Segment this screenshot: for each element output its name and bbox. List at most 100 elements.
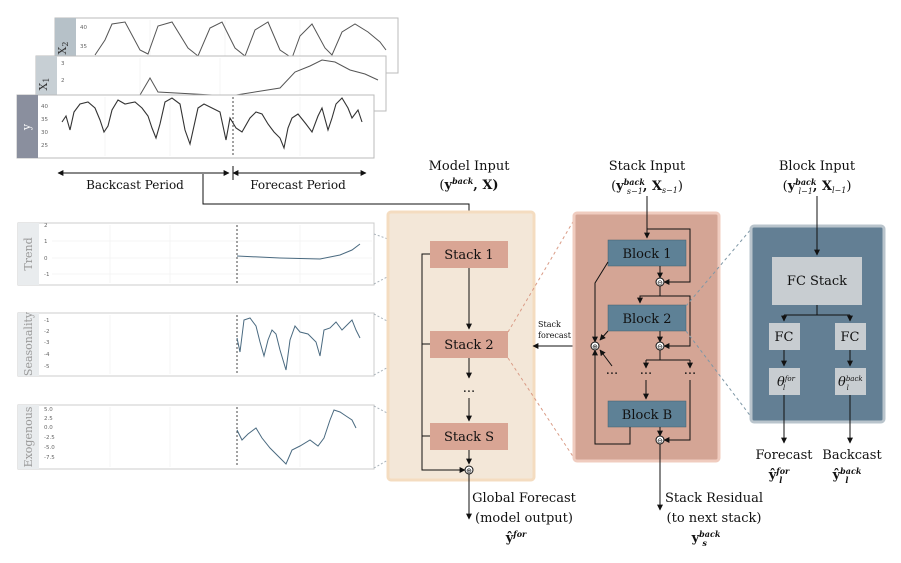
block-b-box [607,400,687,428]
svg-text:0: 0 [44,256,48,262]
stack-2-box [430,331,508,358]
trend-panel: Trend 2 1 0 -1 [17,222,375,286]
x1-series-line [139,59,379,97]
global-forecast-label: Global Forecast (model output) ŷfor [472,491,576,546]
seasonality-panel: Seasonality -1 -2 -3 -4 -5 [17,311,375,377]
zoom-lines-stack [507,219,575,459]
block-1-box [607,239,687,267]
svg-text:Global Forecast: Global Forecast [472,491,576,506]
svg-text:-2.5: -2.5 [44,435,55,441]
y-tick: 40 [41,104,48,110]
svg-text:(to next stack): (to next stack) [667,511,762,526]
svg-text:(yback, X): (yback, X) [439,176,498,193]
svg-text:Block Input: Block Input [779,159,856,174]
trend-series-line [236,243,361,260]
fc-right-label: FC [841,330,860,345]
svg-text:ŷfor: ŷfor [505,529,527,546]
input-series-y-card: y 40 35 30 25 [16,94,375,159]
stack-ellipsis: ... [463,381,475,396]
seasonality-series-line [236,317,361,371]
svg-text:0.0: 0.0 [44,425,53,431]
svg-text:-2: -2 [44,329,49,335]
model-panel: Stack 1 Stack 2 Stack S ... ⊕ [386,210,536,482]
svg-text:(model output): (model output) [475,511,573,526]
model-input-label: Model Input (yback, X) [429,159,511,193]
svg-text:Model Input: Model Input [429,159,511,174]
fc-left-label: FC [775,330,794,345]
svg-text:⊕: ⊕ [466,467,472,475]
svg-text:2: 2 [44,223,48,229]
block-2-box [607,304,687,332]
stack-1-box [430,241,508,268]
exogenous-label: Exogenous [22,406,35,467]
x1-tick: 3 [61,61,65,67]
backcast-period-label: Backcast Period [86,178,184,192]
stack-2-label: Stack 2 [444,338,493,353]
svg-text:Stack Input: Stack Input [609,159,686,174]
theta-forecast-box [769,368,800,395]
block-b-label: Block B [622,408,672,423]
svg-text:-7.5: -7.5 [44,455,55,461]
svg-text:-5: -5 [44,364,50,370]
fc-stack-box [772,257,862,305]
y-tick: 25 [41,143,48,149]
svg-text:...: ... [684,363,696,378]
svg-text:2.5: 2.5 [44,416,53,422]
forecast-period-label: Forecast Period [250,178,346,192]
stack-s-box [430,423,508,450]
fc-left-box [769,323,800,350]
y-tick: 35 [41,117,48,123]
exogenous-series-line [236,409,357,465]
stack-detail-panel: Block 1 Block 2 Block B ⊖ ⊖ ... ... ... … [572,196,721,463]
block-2-label: Block 2 [622,312,671,327]
x2-label: X2 [56,42,70,55]
svg-text:...: ... [640,363,652,378]
svg-text:Stack Residual: Stack Residual [665,491,763,506]
svg-text:Forecast: Forecast [756,448,814,463]
svg-text:⊖: ⊖ [657,343,663,351]
svg-text:5.0: 5.0 [44,407,53,413]
theta-backcast-box [835,368,866,395]
svg-text:-1: -1 [44,272,49,278]
seasonality-label: Seasonality [22,311,35,376]
svg-text:-5.0: -5.0 [44,445,55,451]
y-label: y [20,123,33,131]
y-series-line [61,97,363,150]
svg-text:...: ... [606,363,618,378]
stack-forecast-label: Stack [538,320,561,329]
svg-text:⊕: ⊕ [592,343,598,351]
period-arrows: Backcast Period Forecast Period [57,166,367,192]
y-tick: 30 [41,130,48,136]
fc-right-box [835,323,866,350]
svg-text:Backcast: Backcast [822,448,882,463]
svg-text:-3: -3 [44,340,50,346]
svg-text:-1: -1 [44,318,49,324]
x2-tick: 35 [80,44,87,50]
exogenous-panel: Exogenous 5.0 2.5 0.0 -2.5 -5.0 -7.5 [17,404,375,470]
stack-s-label: Stack S [444,430,494,445]
svg-text:⊖: ⊖ [657,279,663,287]
trend-label: Trend [22,237,35,270]
zoom-lines-block [685,227,753,419]
svg-text:1: 1 [44,239,48,245]
svg-text:⊖: ⊖ [657,437,663,445]
fc-stack-label: FC Stack [787,274,847,289]
x2-tick: 40 [80,25,87,31]
svg-text:-4: -4 [44,352,50,358]
stack-1-label: Stack 1 [444,248,493,263]
x1-label: X1 [37,78,51,91]
